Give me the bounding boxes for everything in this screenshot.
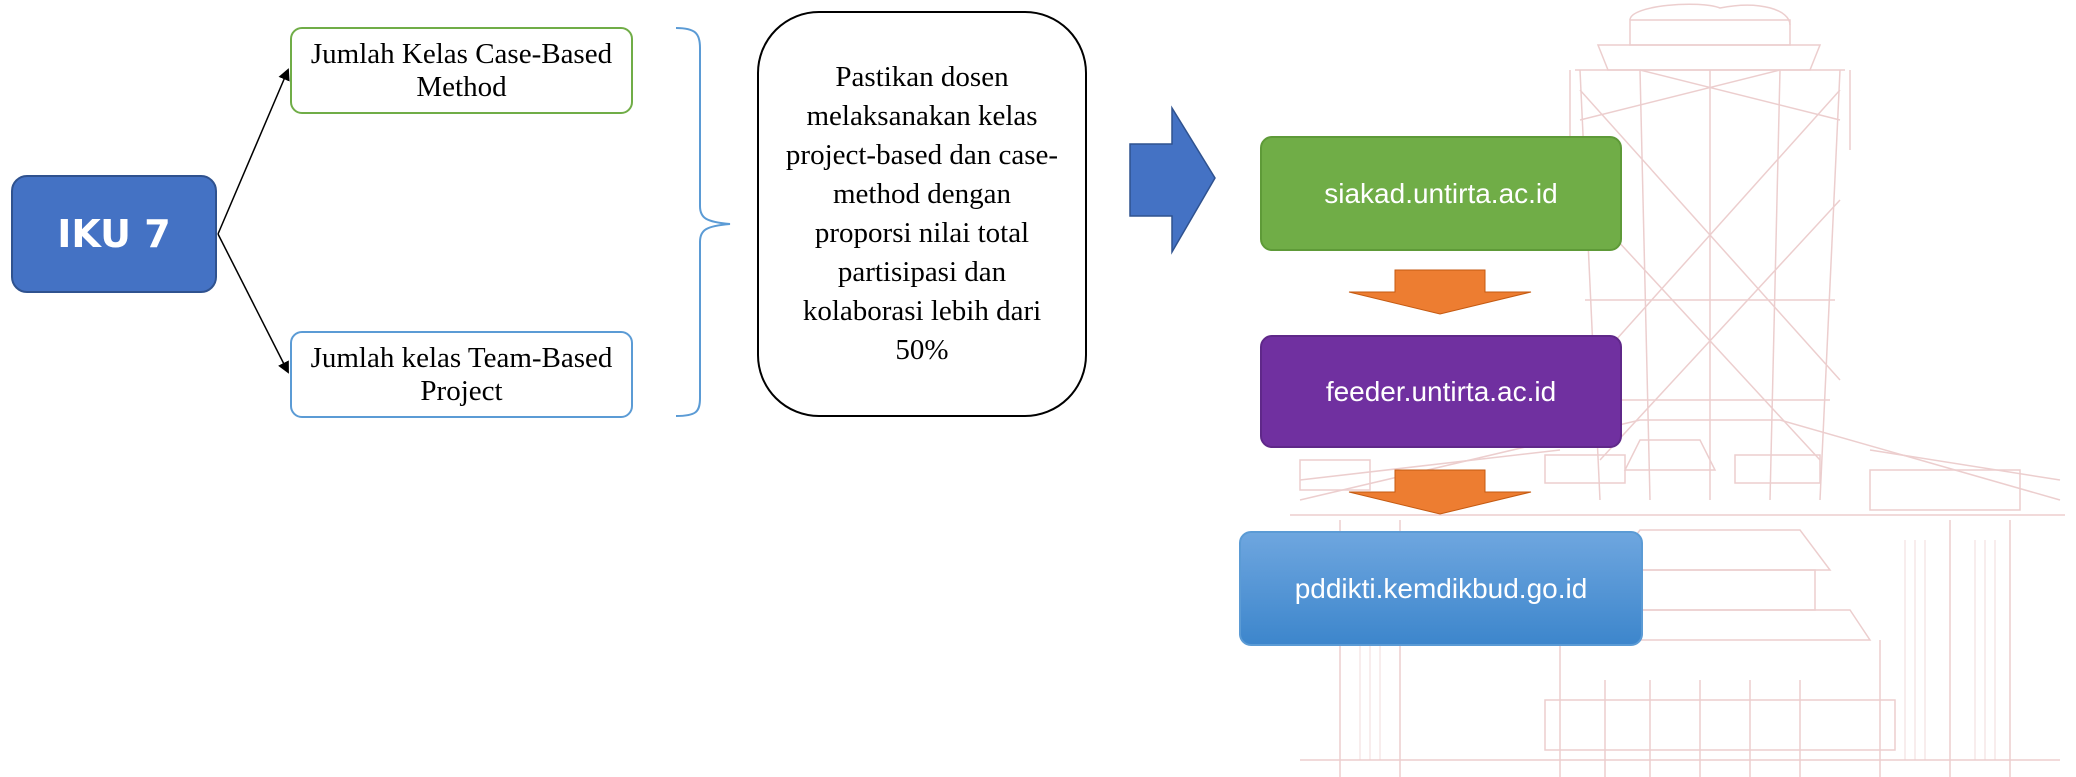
requirement-note: Pastikan dosen melaksanakan kelas projec… <box>757 11 1087 417</box>
requirement-note-text: Pastikan dosen melaksanakan kelas projec… <box>785 61 1059 366</box>
siakad-node: siakad.untirta.ac.id <box>1260 136 1622 251</box>
team-project-label: Jumlah kelas Team-Based Project <box>310 341 613 407</box>
iku-7-label: IKU 7 <box>57 212 171 256</box>
case-method-label: Jumlah Kelas Case-Based Method <box>310 37 613 103</box>
team-project-node: Jumlah kelas Team-Based Project <box>290 331 633 418</box>
down-arrow-2 <box>1348 469 1532 515</box>
feeder-node: feeder.untirta.ac.id <box>1260 335 1622 448</box>
feeder-label: feeder.untirta.ac.id <box>1325 375 1557 407</box>
case-method-node: Jumlah Kelas Case-Based Method <box>290 27 633 114</box>
siakad-label: siakad.untirta.ac.id <box>1324 177 1558 209</box>
pddikti-label: pddikti.kemdikbud.go.id <box>1294 572 1588 604</box>
grouping-bracket <box>675 27 731 417</box>
connector-to-case-method <box>217 68 290 235</box>
iku-7-node: IKU 7 <box>11 175 217 293</box>
pddikti-node: pddikti.kemdikbud.go.id <box>1239 531 1643 646</box>
down-arrow-1 <box>1348 269 1532 315</box>
connector-to-team-project <box>217 233 289 374</box>
big-right-arrow <box>1129 105 1216 255</box>
